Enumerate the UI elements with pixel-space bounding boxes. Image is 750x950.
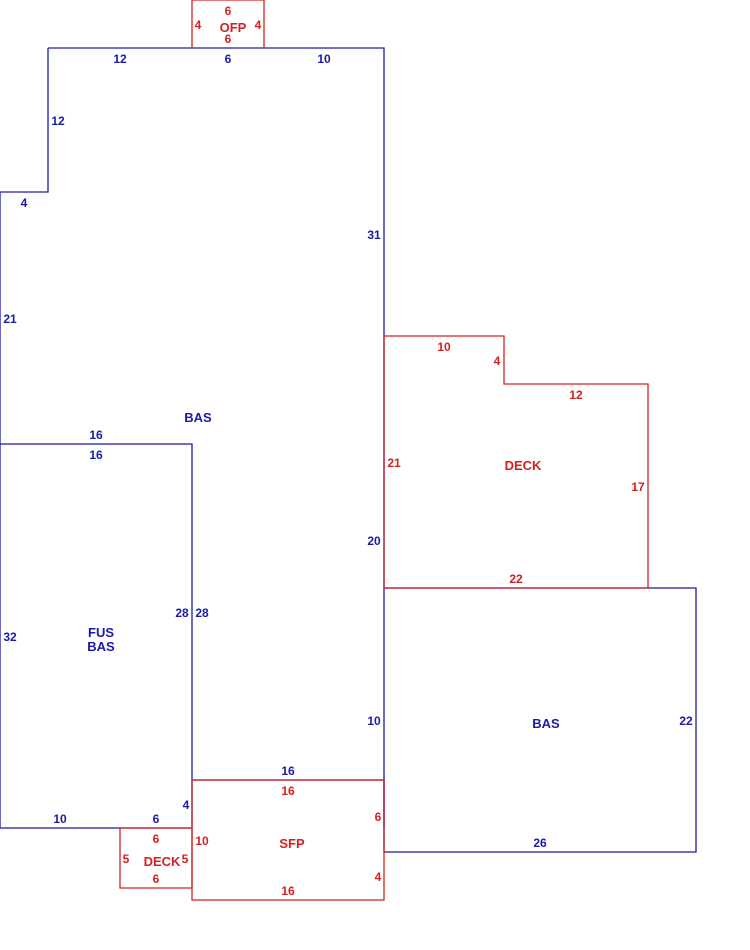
- dim-deck-left: 21: [387, 456, 401, 470]
- dim-deck-small-right: 5: [182, 852, 189, 866]
- dim-bas-right-side: 22: [679, 714, 693, 728]
- dim-bas-right-lower: 10: [367, 714, 381, 728]
- deck-small-outline: [119, 827, 193, 889]
- dim-fus-right-outer: 28: [195, 606, 209, 620]
- dim-fus-notch: 4: [183, 798, 190, 812]
- dim-bas-right-upper: 31: [367, 228, 381, 242]
- dim-ofp-bottom: 6: [225, 32, 232, 46]
- area-label-fus: FUS: [88, 625, 114, 640]
- fus-divider: [0, 443, 193, 828]
- area-label-bas-main: BAS: [184, 410, 212, 425]
- dim-sfp-right-lower: 4: [375, 870, 382, 884]
- area-label-deck-small: DECK: [144, 854, 181, 869]
- dim-sfp-top-inner: 16: [281, 784, 295, 798]
- dim-fus-right-inner: 28: [175, 606, 189, 620]
- dim-bas-right-bottom: 26: [533, 836, 547, 850]
- deck-right-outline: [383, 335, 649, 589]
- dim-bas-left-step: 12: [51, 114, 65, 128]
- area-label-sfp: SFP: [279, 836, 305, 851]
- dim-deck-step: 4: [494, 354, 501, 368]
- dim-sfp-right-upper: 6: [375, 810, 382, 824]
- area-label-fus-bas: BAS: [87, 639, 115, 654]
- dim-deck-top: 10: [437, 340, 451, 354]
- dim-ofp-right: 4: [255, 18, 262, 32]
- dim-deck-right: 17: [631, 480, 645, 494]
- dim-ofp-top: 6: [225, 4, 232, 18]
- dim-bas-top-mid: 6: [225, 52, 232, 66]
- dim-ofp-left: 4: [195, 18, 202, 32]
- dim-fus-top-inner: 16: [89, 448, 103, 462]
- ofp-outline: [191, 0, 265, 48]
- dim-sfp-top-outer: 16: [281, 764, 295, 778]
- dim-fus-top-outer: 16: [89, 428, 103, 442]
- dim-fus-left: 32: [3, 630, 17, 644]
- dim-deck-small-top: 6: [153, 832, 160, 846]
- dim-bas-top-left: 12: [113, 52, 127, 66]
- dim-fus-bottom-left: 10: [53, 812, 67, 826]
- dim-bas-right-mid: 20: [367, 534, 381, 548]
- area-label-deck-right: DECK: [505, 458, 542, 473]
- dim-sfp-left: 10: [195, 834, 209, 848]
- dim-fus-bottom-right: 6: [153, 812, 160, 826]
- dim-deck-small-left: 5: [123, 852, 130, 866]
- bas-right-outline: [192, 587, 697, 853]
- dim-deck-top-right: 12: [569, 388, 583, 402]
- dim-bas-top-right: 10: [317, 52, 331, 66]
- dim-deck-bottom: 22: [509, 572, 523, 586]
- dim-sfp-bottom: 16: [281, 884, 295, 898]
- dim-bas-left-upper: 21: [3, 312, 17, 326]
- dim-deck-small-bottom: 6: [153, 872, 160, 886]
- area-label-ofp: OFP: [220, 20, 247, 35]
- area-label-bas-right: BAS: [532, 716, 560, 731]
- dim-bas-step-top: 4: [21, 196, 28, 210]
